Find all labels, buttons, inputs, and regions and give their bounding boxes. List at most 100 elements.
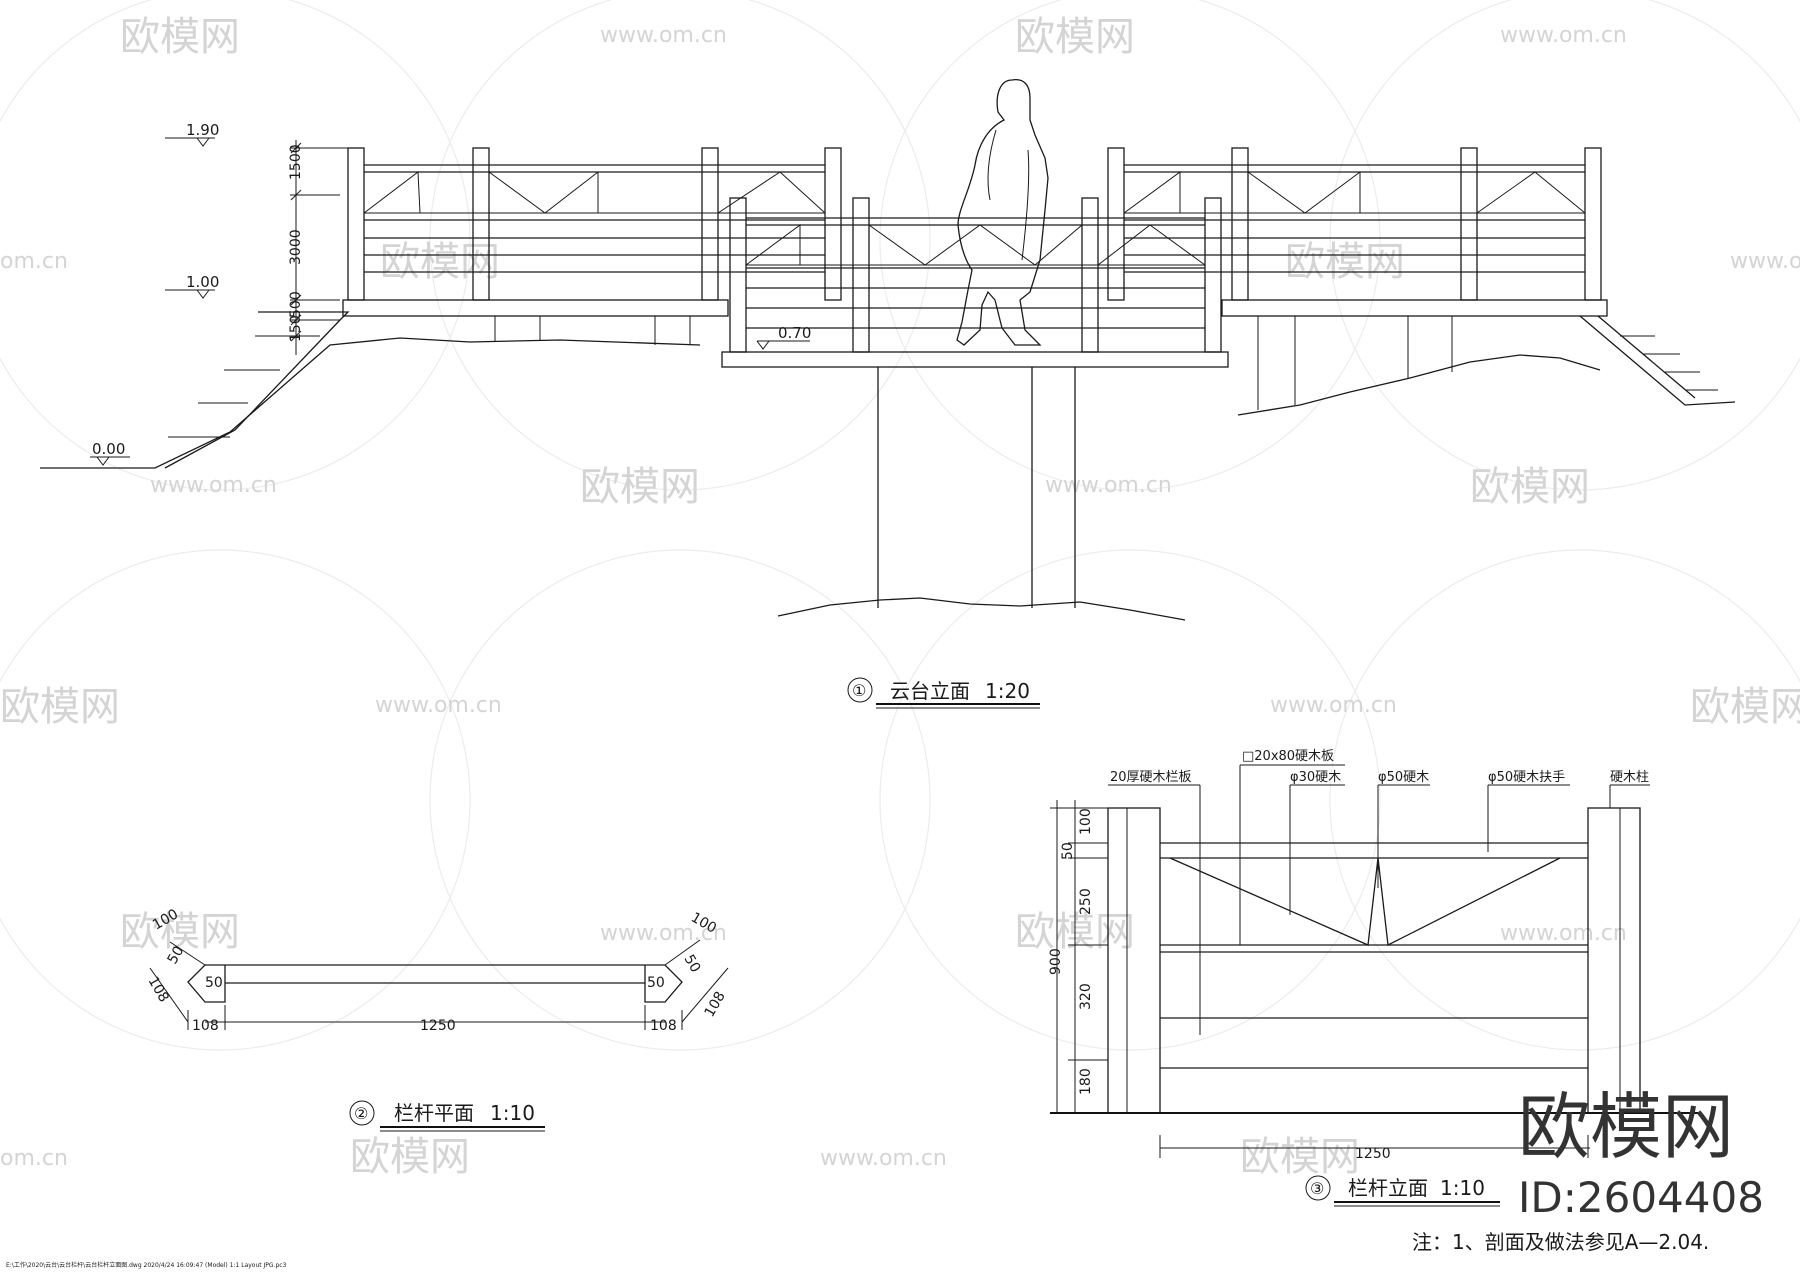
right-post-3 bbox=[1460, 147, 1478, 301]
svg-text:50: 50 bbox=[165, 944, 188, 967]
left-deck bbox=[342, 299, 729, 317]
level-marker-070: 0.70 bbox=[756, 324, 811, 350]
left-post-3 bbox=[701, 147, 719, 301]
left-post-1 bbox=[347, 147, 365, 301]
right-post-4 bbox=[1584, 147, 1602, 301]
svg-text:φ50硬木扶手: φ50硬木扶手 bbox=[1488, 770, 1565, 785]
svg-text:500: 500 bbox=[288, 291, 304, 318]
svg-text:□20x80硬木板: □20x80硬木板 bbox=[1242, 749, 1334, 764]
watermark-brand: 欧模网 bbox=[1015, 14, 1135, 60]
svg-text:320: 320 bbox=[1078, 983, 1094, 1010]
svg-text:②: ② bbox=[354, 1104, 368, 1123]
svg-text:1:10: 1:10 bbox=[1440, 1176, 1485, 1200]
cloud-platform-elevation: 1.90 1.00 0.70 0.00 bbox=[40, 79, 1736, 709]
svg-text:108: 108 bbox=[192, 1018, 219, 1034]
svg-text:硬木柱: 硬木柱 bbox=[1610, 770, 1649, 785]
watermark-url: www.om.cn bbox=[1270, 693, 1397, 718]
svg-text:108: 108 bbox=[650, 1018, 677, 1034]
svg-text:3000: 3000 bbox=[288, 229, 304, 265]
svg-text:180: 180 bbox=[1078, 1068, 1094, 1095]
watermark-brand: 欧模网 bbox=[580, 464, 700, 510]
central-deck bbox=[721, 351, 1229, 368]
svg-text:0.70: 0.70 bbox=[778, 324, 811, 342]
watermark-url: www.om.cn bbox=[1730, 249, 1800, 274]
right-deck bbox=[1221, 299, 1608, 317]
watermark-url: www.om.cn bbox=[375, 693, 502, 718]
watermark-circles bbox=[0, 0, 1800, 1051]
watermark-brand: 欧模网 bbox=[380, 239, 500, 285]
svg-text:100: 100 bbox=[1078, 808, 1094, 835]
rail-plan-title: ② 栏杆平面 1:10 bbox=[349, 1100, 545, 1132]
center-post-1 bbox=[729, 197, 747, 353]
level-marker-100: 1.00 bbox=[165, 273, 219, 299]
rail-elevation-title: ③ 栏杆立面 1:10 bbox=[1305, 1175, 1500, 1207]
watermark-url: www.om.cn bbox=[1500, 23, 1627, 48]
svg-text:栏杆立面: 栏杆立面 bbox=[1348, 1176, 1428, 1200]
svg-text:③: ③ bbox=[1310, 1179, 1324, 1198]
watermark-url: www.om.cn bbox=[1045, 473, 1172, 498]
svg-text:φ30硬木: φ30硬木 bbox=[1290, 770, 1341, 785]
right-end-post bbox=[644, 964, 683, 1003]
svg-text:1250: 1250 bbox=[420, 1018, 456, 1034]
watermark-brand: 欧模网 bbox=[350, 1134, 470, 1180]
svg-text:1:10: 1:10 bbox=[490, 1101, 535, 1125]
svg-text:20厚硬木栏板: 20厚硬木栏板 bbox=[1110, 770, 1192, 785]
svg-text:50: 50 bbox=[1060, 842, 1076, 860]
watermark-url: www.om.cn bbox=[150, 473, 277, 498]
person-silhouette bbox=[956, 79, 1049, 346]
watermark-brand: 欧模网 bbox=[1470, 464, 1590, 510]
watermark-url: www.om.cn bbox=[600, 921, 727, 946]
svg-text:①: ① bbox=[852, 681, 866, 700]
center-post-3 bbox=[1081, 197, 1099, 353]
watermark-brand: 欧模网 bbox=[0, 684, 120, 730]
svg-text:1500: 1500 bbox=[288, 144, 304, 180]
left-stair bbox=[164, 311, 350, 469]
right-post-1 bbox=[1107, 147, 1125, 301]
center-post-2 bbox=[852, 197, 870, 353]
level-marker-000: 0.00 bbox=[90, 440, 130, 466]
svg-text:250: 250 bbox=[1078, 888, 1094, 915]
file-path-footer: E:\工作\2020\云台\云台栏杆\云台栏杆立面图.dwg 2020/4/24… bbox=[6, 1261, 287, 1269]
svg-text:栏杆平面: 栏杆平面 bbox=[394, 1101, 474, 1125]
rail-plan-view: 108 1250 108 50 50 108 100 50 108 100 50… bbox=[145, 906, 729, 1132]
svg-text:1.00: 1.00 bbox=[186, 273, 219, 291]
watermark-url: om.cn bbox=[0, 1146, 68, 1171]
watermark-url: om.cn bbox=[0, 249, 68, 274]
left-post-2 bbox=[472, 147, 490, 301]
svg-text:150: 150 bbox=[288, 315, 304, 342]
svg-text:108: 108 bbox=[145, 974, 172, 1005]
watermark-brand: 欧模网 bbox=[1285, 239, 1405, 285]
svg-text:50: 50 bbox=[647, 975, 665, 991]
watermark-url: www.om.cn bbox=[820, 1146, 947, 1171]
svg-text:900: 900 bbox=[1048, 948, 1064, 975]
svg-text:0.00: 0.00 bbox=[92, 440, 125, 458]
right-wood-post bbox=[1587, 807, 1641, 1114]
watermark-url: www.om.cn bbox=[1500, 921, 1627, 946]
left-wood-post bbox=[1107, 807, 1161, 1114]
drawing-note: 注：1、剖面及做法参见A—2.04. bbox=[1412, 1230, 1709, 1254]
level-marker-190: 1.90 bbox=[165, 121, 219, 147]
right-stair bbox=[1579, 315, 1736, 406]
svg-text:50: 50 bbox=[681, 952, 704, 975]
svg-text:1:20: 1:20 bbox=[985, 679, 1030, 703]
svg-text:50: 50 bbox=[205, 975, 223, 991]
left-end-post bbox=[187, 964, 226, 1003]
watermark-brand: 欧模网 bbox=[120, 14, 240, 60]
svg-text:1.90: 1.90 bbox=[186, 121, 219, 139]
watermark-texts: 欧模网欧模网欧模网欧模网欧模网欧模网欧模网欧模网欧模网欧模网欧模网欧模网www.… bbox=[0, 14, 1800, 1180]
svg-text:1250: 1250 bbox=[1355, 1146, 1391, 1162]
left-post-4 bbox=[824, 147, 842, 301]
center-post-4 bbox=[1204, 197, 1222, 353]
svg-text:云台立面: 云台立面 bbox=[890, 679, 970, 703]
right-post-2 bbox=[1231, 147, 1249, 301]
right-ground bbox=[1237, 354, 1601, 416]
elevation-title: ① 云台立面 1:20 bbox=[847, 677, 1040, 709]
watermark-brand: 欧模网 bbox=[120, 909, 240, 955]
watermark-brand: 欧模网 bbox=[1240, 1134, 1360, 1180]
brand-id: ID:2604408 bbox=[1518, 1173, 1764, 1222]
brand-logo-text: 欧模网 bbox=[1518, 1085, 1734, 1169]
rail-elevation-view: 100 50 250 900 320 180 1250 20厚硬木栏板 □20x… bbox=[1048, 749, 1700, 1207]
central-ground bbox=[777, 597, 1186, 621]
svg-text:φ50硬木: φ50硬木 bbox=[1378, 770, 1429, 785]
